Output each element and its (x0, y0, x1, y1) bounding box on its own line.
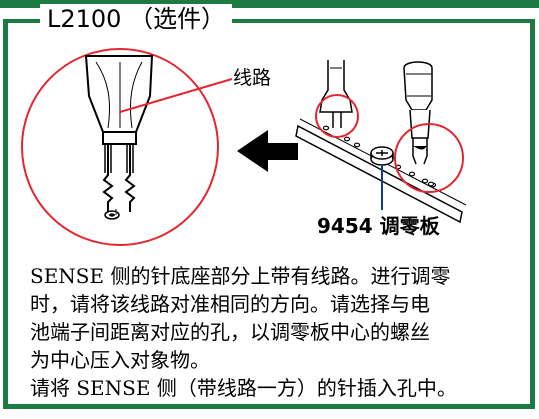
right-probe (394, 61, 464, 193)
zero-adjust-board-label: 9454 调零板 (317, 214, 440, 238)
left-arrow-icon (237, 130, 298, 172)
instruction-text: SENSE 侧的针底座部分上带有线路。进行调零 时，请将该线路对准相同的方向。请… (30, 262, 520, 402)
zero-adjust-board-scene (295, 60, 467, 224)
instruction-line: 请将 SENSE 侧（带线路一方）的针插入孔中。 (30, 376, 457, 400)
source-pin (124, 144, 136, 212)
section-title: L2100 （选件） (40, 4, 233, 34)
sense-pin (102, 144, 114, 212)
magnified-probe-tip (21, 48, 233, 246)
line-callout-label: 线路 (233, 67, 272, 89)
instruction-line: 池端子间距离对应的孔，以调零板中心的螺丝 (30, 320, 430, 344)
left-probe (315, 60, 359, 138)
section-frame (0, 0, 539, 409)
instruction-line: 为中心压入对象物。 (30, 348, 210, 372)
center-screw-icon (370, 146, 394, 166)
instruction-line: 时，请将该线路对准相同的方向。请选择与电 (30, 292, 430, 316)
instruction-line: SENSE 侧的针底座部分上带有线路。进行调零 (30, 264, 451, 288)
